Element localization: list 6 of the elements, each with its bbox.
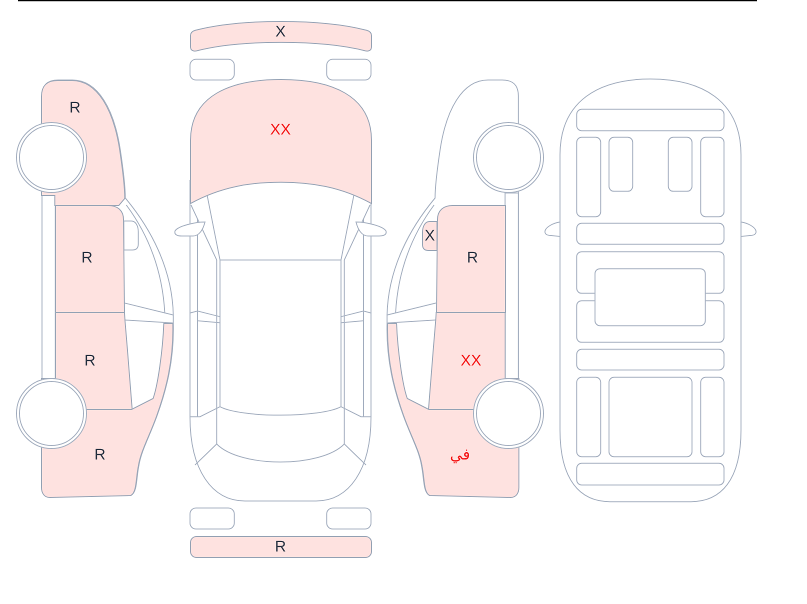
mirror-panel: X — [422, 220, 438, 250]
bumper-panel: R — [190, 536, 372, 558]
hood-panel: XX — [190, 78, 372, 204]
door-panel: R — [436, 204, 506, 312]
bumper-panel: X — [190, 21, 372, 52]
door-panel: R — [54, 204, 124, 312]
